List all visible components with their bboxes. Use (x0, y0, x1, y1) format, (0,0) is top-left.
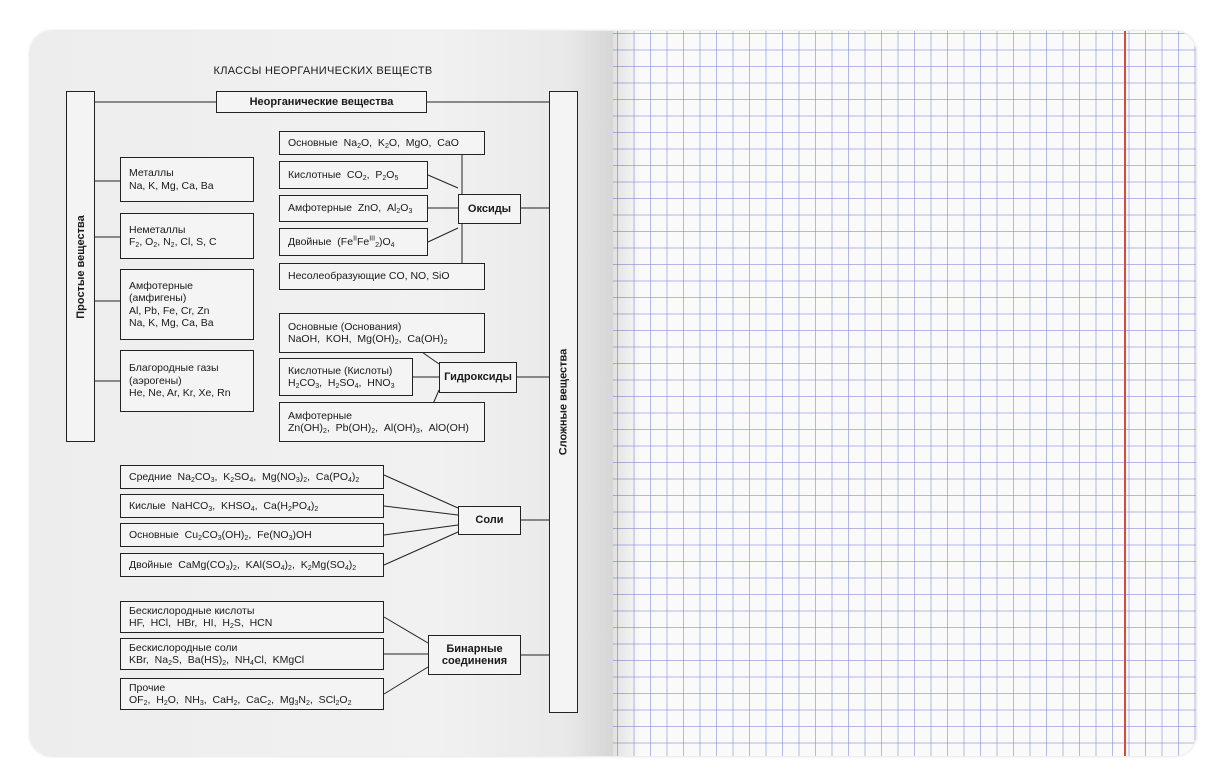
noble-gases-formula: He, Ne, Ar, Kr, Xe, Rn (129, 387, 231, 400)
noble-gases-label: Благородные газы (129, 362, 219, 375)
simple-substances-bar: Простые вещества (66, 91, 95, 442)
binary-hub: Бинарные соединения (428, 635, 521, 675)
binary-acids-box: Бескислородные кислоты HF, HCl, HBr, HI,… (120, 601, 384, 633)
salts-middle-text: Средние Na2CO3, K2SO4, Mg(NO3)2, Ca(PO4)… (129, 470, 360, 484)
oxides-double-text: Двойные (FeIIFeIII2)O4 (288, 235, 395, 249)
metals-box: Металлы Na, K, Mg, Ca, Ba (120, 157, 254, 202)
oxides-basic-text: Основные Na2O, K2O, MgO, CaO (288, 136, 459, 150)
hydroxides-basic-box: Основные (Основания) NaOH, KOH, Mg(OH)2,… (279, 313, 485, 353)
noble-gases-sublabel: (аэрогены) (129, 374, 182, 387)
complex-substances-label: Сложные вещества (557, 348, 570, 456)
right-page-grid (613, 31, 1196, 756)
binary-hub-line-1: Бинарные (446, 642, 503, 655)
hydroxides-basic-formula: NaOH, KOH, Mg(OH)2, Ca(OH)2 (288, 333, 448, 346)
salts-acid-box: Кислые NaHCO3, KHSO4, Ca(H2PO4)2 (120, 494, 384, 518)
metals-label: Металлы (129, 167, 174, 179)
complex-substances-bar: Сложные вещества (549, 91, 578, 713)
binary-acids-label: Бескислородные кислоты (129, 604, 255, 617)
metals-formula: Na, K, Mg, Ca, Ba (129, 179, 214, 192)
salts-middle-box: Средние Na2CO3, K2SO4, Mg(NO3)2, Ca(PO4)… (120, 465, 384, 489)
binary-other-box: Прочие OF2, H2O, NH3, CaH2, CaC2, Mg3N2,… (120, 678, 384, 710)
oxides-double-box: Двойные (FeIIFeIII2)O4 (279, 228, 428, 256)
amphoteric-simple-sublabel: (амфигены) (129, 292, 187, 304)
oxides-acidic-box: Кислотные CO2, P2O5 (279, 161, 428, 189)
left-page: КЛАССЫ НЕОРГАНИЧЕСКИХ ВЕЩЕСТВ Неорганиче… (30, 31, 613, 756)
hydroxides-amphoteric-label: Амфотерные (288, 409, 353, 422)
oxides-amphoteric-text: Амфотерные ZnO, Al2O3 (288, 202, 413, 216)
oxides-nonsalt-box: Несолеобразующие CO, NO, SiO (279, 263, 485, 290)
oxides-amphoteric-box: Амфотерные ZnO, Al2O3 (279, 195, 428, 222)
binary-other-label: Прочие (129, 681, 166, 694)
hydroxides-hub: Гидроксиды (439, 362, 517, 393)
binary-salts-formula: KBr, Na2S, Ba(HS)2, NH4Cl, KMgCl (129, 654, 305, 667)
connector-lines (80, 101, 549, 695)
hydroxides-acidic-box: Кислотные (Кислоты) H2CO3, H2SO4, HNO3 (279, 358, 413, 396)
salts-double-text: Двойные CaMg(CO3)2, KAl(SO4)2, K2Mg(SO4)… (129, 558, 357, 572)
salts-basic-text: Основные Cu2CO3(OH)2, Fe(NO3)OH (129, 528, 312, 542)
salts-acid-text: Кислые NaHCO3, KHSO4, Ca(H2PO4)2 (129, 499, 319, 513)
classification-diagram: КЛАССЫ НЕОРГАНИЧЕСКИХ ВЕЩЕСТВ Неорганиче… (30, 31, 613, 756)
oxides-acidic-text: Кислотные CO2, P2O5 (288, 168, 399, 182)
binary-salts-box: Бескислородные соли KBr, Na2S, Ba(HS)2, … (120, 638, 384, 670)
binary-hub-line-2: соединения (441, 655, 508, 667)
oxides-hub: Оксиды (458, 194, 521, 224)
root-node: Неорганические вещества (216, 91, 427, 113)
amphoteric-simple-box: Амфотерные (амфигены) Al, Pb, Fe, Cr, Zn… (120, 269, 254, 340)
hydroxides-basic-label: Основные (Основания) (288, 320, 402, 333)
margin-line (1124, 31, 1126, 756)
noble-gases-box: Благородные газы (аэрогены) He, Ne, Ar, … (120, 350, 254, 412)
binary-other-formula: OF2, H2O, NH3, CaH2, CaC2, Mg3N2, SCl2O2 (129, 694, 352, 707)
salts-hub: Соли (458, 506, 521, 535)
notebook-spread: КЛАССЫ НЕОРГАНИЧЕСКИХ ВЕЩЕСТВ Неорганиче… (30, 31, 1196, 756)
hydroxides-amphoteric-box: Амфотерные Zn(OH)2, Pb(OH)2, Al(OH)3, Al… (279, 402, 485, 442)
diagram-title: КЛАССЫ НЕОРГАНИЧЕСКИХ ВЕЩЕСТВ (213, 65, 433, 77)
salts-basic-box: Основные Cu2CO3(OH)2, Fe(NO3)OH (120, 523, 384, 547)
salts-double-box: Двойные CaMg(CO3)2, KAl(SO4)2, K2Mg(SO4)… (120, 553, 384, 577)
oxides-basic-box: Основные Na2O, K2O, MgO, CaO (279, 131, 485, 155)
hydroxides-acidic-formula: H2CO3, H2SO4, HNO3 (288, 377, 395, 390)
hydroxides-amphoteric-formula: Zn(OH)2, Pb(OH)2, Al(OH)3, AlO(OH) (288, 422, 469, 435)
amphoteric-simple-formula-1: Al, Pb, Fe, Cr, Zn (129, 304, 210, 317)
amphoteric-simple-formula-2: Na, K, Mg, Ca, Ba (129, 317, 214, 329)
binary-salts-label: Бескислородные соли (129, 641, 238, 654)
nonmetals-label: Неметаллы (129, 223, 186, 236)
nonmetals-box: Неметаллы F2, O2, N2, Cl, S, C (120, 213, 254, 259)
binary-acids-formula: HF, HCl, HBr, HI, H2S, HCN (129, 617, 273, 630)
hydroxides-acidic-label: Кислотные (Кислоты) (288, 364, 393, 377)
simple-substances-label: Простые вещества (74, 214, 87, 319)
amphoteric-simple-label: Амфотерные (129, 279, 194, 292)
nonmetals-formula: F2, O2, N2, Cl, S, C (129, 236, 217, 249)
